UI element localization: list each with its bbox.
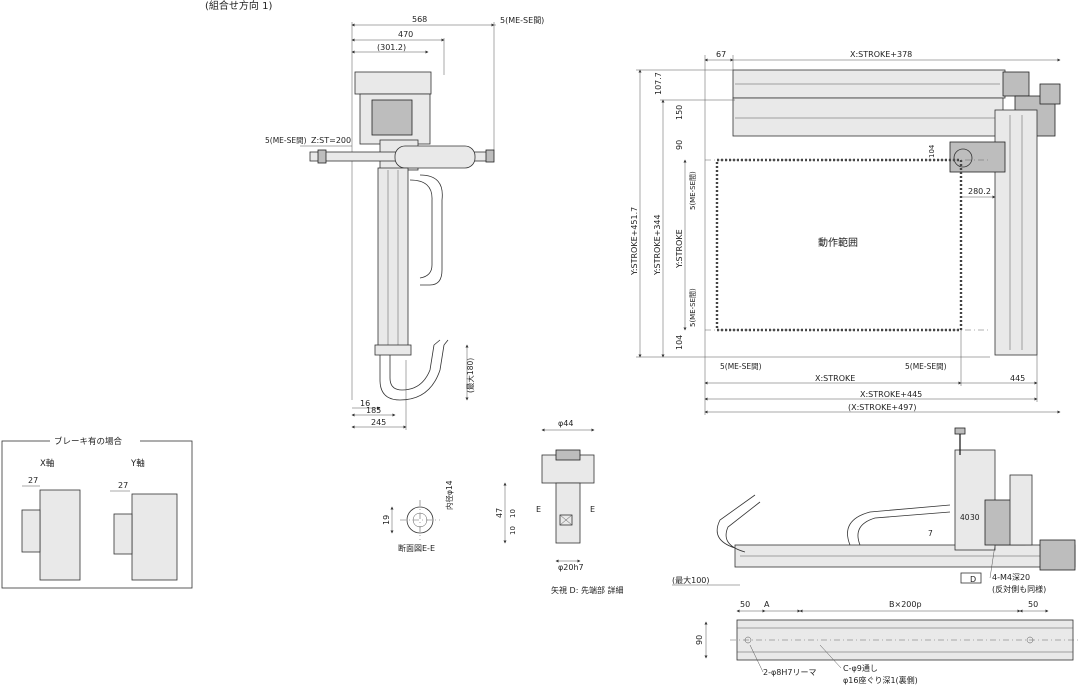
dim-10a: 10 <box>509 526 517 535</box>
motion-range: 動作範囲 <box>818 236 858 249</box>
max-180: (最大180) <box>465 358 475 393</box>
me-se-top: 5(ME-SE間) <box>500 16 544 25</box>
section-ee: 19 内径φ14 断面図E-E <box>382 480 454 553</box>
counterbore: φ16座ぐり深1(裏側) <box>843 675 918 685</box>
z-stroke: Z:ST=200 <box>311 136 351 145</box>
dim-280: 280.2 <box>968 187 991 196</box>
dia-44: φ44 <box>558 419 573 428</box>
e-left: E <box>536 505 541 514</box>
base-dim-b: B×200p <box>889 600 922 609</box>
dim-150: 150 <box>675 105 684 120</box>
dim-104-b: 104 <box>675 335 684 350</box>
base-dim-50a: 50 <box>740 600 750 609</box>
arrow-d: D <box>970 575 976 584</box>
iso-view: 40 30 7 (最大100) D 4-M4深20 (反対側も同様) <box>672 427 1076 594</box>
dim-104-a: 104 <box>928 144 936 158</box>
dim-19: 19 <box>382 515 391 525</box>
dim-16: 16 <box>360 399 370 408</box>
tap: 4-M4深20 <box>992 573 1030 582</box>
brake-y-axis: Y軸 <box>130 458 145 469</box>
ream: 2-φ8H7リーマ <box>763 668 816 677</box>
y-stroke-344: Y:STROKE+344 <box>653 214 662 276</box>
combo-title: (組合せ方向 1) <box>205 0 272 12</box>
tip-detail: φ44 47 10 10 E E φ20h7 矢視 D: 先端部 詳細 <box>495 419 623 595</box>
tip-caption: 矢視 D: 先端部 詳細 <box>551 585 623 595</box>
tap-note: (反対側も同様) <box>992 584 1046 594</box>
side-view: 568 470 (301.2) 5(ME-SE間) 5(ME-SE間) Z:ST… <box>265 15 544 430</box>
me-se-x1: 5(ME-SE間) <box>720 362 762 371</box>
holes: C-φ9通し <box>843 663 878 673</box>
dim-10b: 10 <box>509 509 517 518</box>
inner-dia: 内径φ14 <box>444 480 454 510</box>
dim-40: 40 <box>960 513 970 522</box>
base-view: 50 A B×200p 50 90 2-φ8H7リーマ C-φ9通し φ16座ぐ… <box>695 600 1080 685</box>
dim-445: 445 <box>1010 374 1025 383</box>
dim-107-7: 107.7 <box>654 72 663 95</box>
dim-301: (301.2) <box>377 43 406 52</box>
brake-dim-y: 27 <box>118 481 128 490</box>
dim-90: 90 <box>675 140 684 150</box>
base-dim-90: 90 <box>695 635 704 645</box>
x-stroke-497: (X:STROKE+497) <box>848 403 917 412</box>
x-stroke-378: X:STROKE+378 <box>850 50 912 59</box>
brake-box: ブレーキ有の場合 X軸 Y軸 27 27 <box>1 434 193 589</box>
y-stroke: Y:STROKE <box>675 229 684 269</box>
me-se-x2: 5(ME-SE間) <box>905 362 947 371</box>
max-100: (最大100) <box>672 575 710 585</box>
dim-185: 185 <box>366 406 381 415</box>
dim-67: 67 <box>716 50 726 59</box>
dim-568: 568 <box>412 15 427 24</box>
y-stroke-451: Y:STROKE+451.7 <box>630 207 639 276</box>
base-dim-a: A <box>764 600 770 609</box>
x-stroke-445: X:STROKE+445 <box>860 390 922 399</box>
dim-30: 30 <box>970 513 980 522</box>
dim-47: 47 <box>495 508 504 518</box>
base-dim-50b: 50 <box>1028 600 1038 609</box>
e-right: E <box>590 505 595 514</box>
me-se-left: 5(ME-SE間) <box>265 136 307 145</box>
dim-245: 245 <box>371 418 386 427</box>
brake-x-axis: X軸 <box>40 458 54 469</box>
dim-7: 7 <box>928 529 933 538</box>
section-caption: 断面図E-E <box>398 543 435 553</box>
dim-470: 470 <box>398 30 413 39</box>
me-se-y2: 5(ME-SE間) <box>689 288 697 327</box>
dia-20: φ20h7 <box>558 563 584 572</box>
brake-title: ブレーキ有の場合 <box>54 436 123 447</box>
x-stroke: X:STROKE <box>815 374 855 383</box>
top-view: 動作範囲 67 X:STROKE+378 107.7 150 90 104 Y:… <box>630 50 1061 415</box>
brake-dim-x: 27 <box>28 476 38 485</box>
me-se-y1: 5(ME-SE間) <box>689 171 697 210</box>
